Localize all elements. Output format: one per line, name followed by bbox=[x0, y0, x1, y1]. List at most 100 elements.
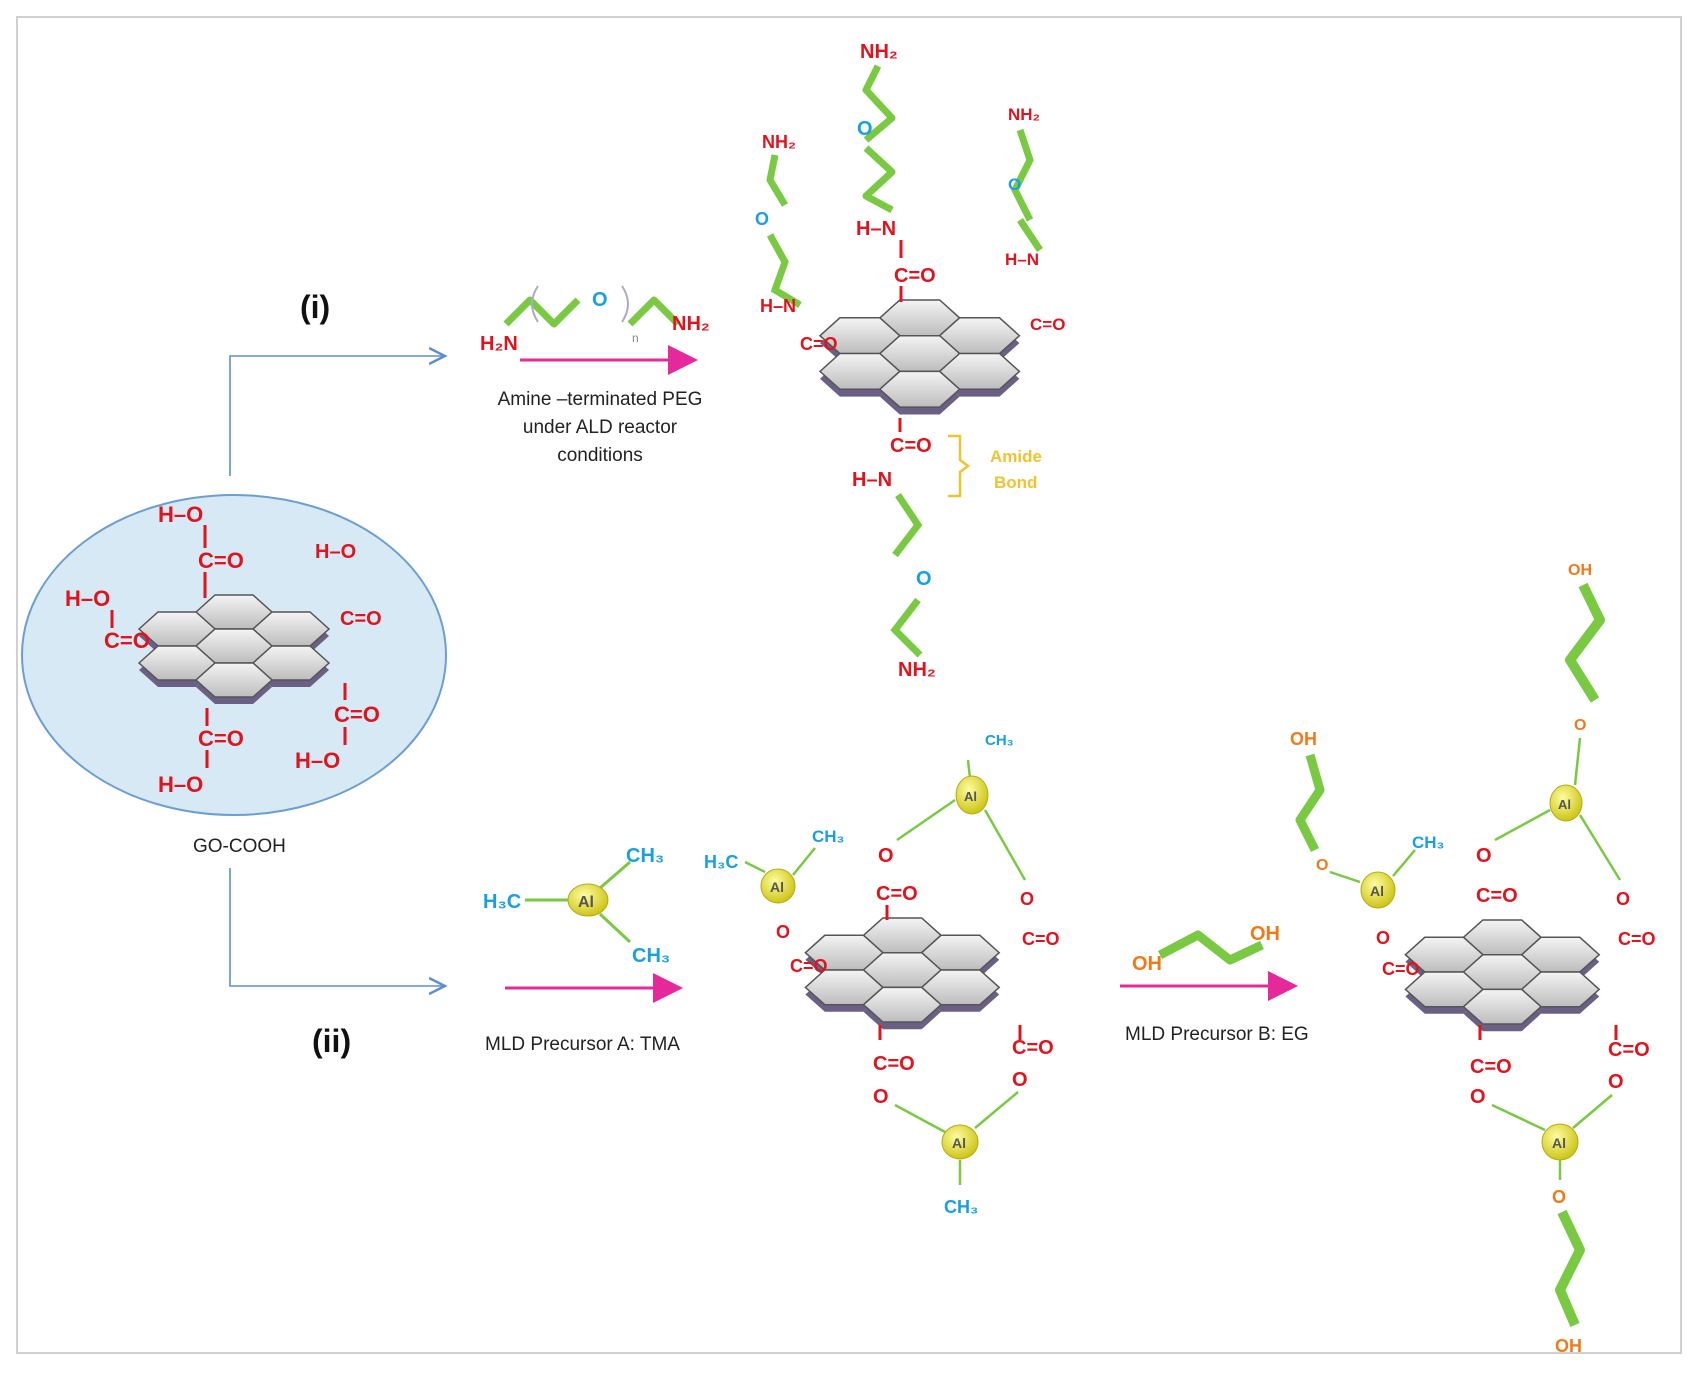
ho-label: H–O bbox=[158, 772, 203, 797]
nh2-label: NH₂ bbox=[672, 313, 710, 335]
graphene-sheet-start bbox=[137, 594, 331, 704]
oh-label: OH bbox=[1555, 1336, 1582, 1356]
o-label: O bbox=[755, 209, 769, 229]
al-label: Al bbox=[964, 789, 977, 804]
n-subscript: n bbox=[632, 331, 639, 345]
peg-reagent-line2: under ALD reactor bbox=[523, 417, 678, 438]
co-label: C=O bbox=[1022, 929, 1060, 949]
oh-label: OH bbox=[1250, 923, 1280, 945]
co-label: C=O bbox=[890, 435, 932, 457]
eg-reagent-label: MLD Precursor B: EG bbox=[1125, 1024, 1309, 1045]
final-product-groups: OH O Al OH O Al CH₃ O C=O O C=O O C=O C=… bbox=[1290, 562, 1656, 1356]
o-label: O bbox=[1616, 889, 1630, 909]
co-label: C=O bbox=[800, 334, 838, 354]
al-label: Al bbox=[952, 1135, 966, 1151]
peg-reagent-structure: H₂N O n NH₂ bbox=[480, 285, 710, 355]
route-label-ii: (ii) bbox=[312, 1023, 351, 1059]
o-label: O bbox=[1376, 928, 1390, 948]
o-label: O bbox=[878, 845, 894, 867]
tma-product-groups: CH₃ Al H₃C CH₃ Al O C=O O C=O O C=O C=O … bbox=[704, 732, 1060, 1217]
co-label: C=O bbox=[1382, 959, 1420, 979]
ho-label: H–O bbox=[158, 502, 203, 527]
ch3-label: CH₃ bbox=[812, 827, 844, 846]
hex-ring bbox=[862, 986, 943, 1023]
o-label: O bbox=[1316, 857, 1328, 874]
o-label: O bbox=[1012, 1069, 1028, 1091]
co-label: C=O bbox=[198, 726, 244, 751]
co-label: C=O bbox=[876, 883, 918, 905]
graphene-sheet-peg bbox=[818, 299, 1021, 415]
o-label: O bbox=[592, 289, 608, 311]
ch3-label: CH₃ bbox=[944, 1197, 978, 1217]
co-label: C=O bbox=[790, 956, 828, 976]
ch3-label: CH₃ bbox=[985, 732, 1014, 749]
al-label: Al bbox=[1558, 797, 1571, 812]
ho-label: H–O bbox=[65, 586, 110, 611]
hex-ring bbox=[1462, 988, 1543, 1025]
hex-ring bbox=[194, 662, 274, 698]
graphene-sheet-final bbox=[1404, 919, 1601, 1032]
oh-label: OH bbox=[1132, 953, 1162, 975]
o-label: O bbox=[1552, 1187, 1566, 1207]
co-label: C=O bbox=[1618, 929, 1656, 949]
peg-reagent-line1: Amine –terminated PEG bbox=[498, 389, 703, 410]
graphene-sheet-tma bbox=[804, 917, 1001, 1030]
hn-label: H–N bbox=[1005, 250, 1039, 269]
co-label: C=O bbox=[1012, 1037, 1054, 1059]
ch3-label: CH₃ bbox=[1412, 833, 1444, 852]
al-label: Al bbox=[1552, 1135, 1566, 1151]
eg-reagent-structure: OH OH bbox=[1132, 923, 1280, 975]
co-label: C=O bbox=[894, 265, 936, 287]
amide-label-line2: Bond bbox=[994, 473, 1037, 492]
ho-label: H–O bbox=[315, 541, 356, 563]
o-label: O bbox=[1008, 175, 1021, 194]
o-label: O bbox=[1476, 845, 1492, 867]
co-label: C=O bbox=[334, 702, 380, 727]
o-label: O bbox=[1470, 1086, 1486, 1108]
hn-label: H–N bbox=[856, 218, 896, 240]
o-label: O bbox=[776, 922, 790, 942]
ch3-label: CH₃ bbox=[626, 845, 664, 867]
co-label: C=O bbox=[1470, 1056, 1512, 1078]
co-label: C=O bbox=[198, 548, 244, 573]
branch-connector-ii bbox=[229, 868, 445, 986]
hn-label: H–N bbox=[852, 469, 892, 491]
peg-product-groups: NH₂ O H–N C=O NH₂ O H–N C=O NH₂ O H–N C=… bbox=[755, 41, 1065, 681]
o-label: O bbox=[1020, 889, 1034, 909]
co-label: C=O bbox=[104, 628, 150, 653]
o-label: O bbox=[1574, 717, 1586, 734]
tma-reagent-label: MLD Precursor A: TMA bbox=[485, 1034, 680, 1055]
al-label: Al bbox=[770, 879, 784, 895]
co-label: C=O bbox=[1608, 1039, 1650, 1061]
co-label: C=O bbox=[340, 608, 382, 630]
ho-label: H–O bbox=[295, 748, 340, 773]
co-label: C=O bbox=[1476, 885, 1518, 907]
branch-connector-i bbox=[229, 356, 445, 476]
route-label-i: (i) bbox=[300, 289, 330, 325]
hn-label: H–N bbox=[760, 296, 796, 316]
nh2-label: NH₂ bbox=[860, 41, 898, 63]
oh-label: OH bbox=[1568, 562, 1592, 579]
o-label: O bbox=[1608, 1071, 1624, 1093]
o-label: O bbox=[916, 568, 932, 590]
tma-reagent-structure: H₃C Al CH₃ CH₃ bbox=[483, 845, 670, 967]
h3c-label: H₃C bbox=[704, 852, 738, 872]
nh2-label: NH₂ bbox=[898, 659, 936, 681]
al-label: Al bbox=[578, 894, 594, 911]
start-material-label: GO-COOH bbox=[193, 836, 286, 857]
o-label: O bbox=[873, 1086, 889, 1108]
nh2-label: NH₂ bbox=[762, 132, 796, 152]
o-label: O bbox=[857, 118, 873, 140]
nh2-label: NH₂ bbox=[1008, 105, 1040, 124]
co-label: C=O bbox=[873, 1053, 915, 1075]
al-label: Al bbox=[1370, 883, 1384, 899]
oh-label: OH bbox=[1290, 729, 1317, 749]
h3c-label: H₃C bbox=[483, 891, 521, 913]
ch3-label: CH₃ bbox=[632, 945, 670, 967]
co-label: C=O bbox=[1030, 315, 1065, 334]
hex-ring bbox=[878, 370, 961, 408]
amide-label-line1: Amide bbox=[990, 447, 1042, 466]
go-cooh-groups: H–O C=O H–O C=O H–O C=O C=O H–O C=O H–O bbox=[65, 502, 382, 797]
h2n-label: H₂N bbox=[480, 333, 518, 355]
